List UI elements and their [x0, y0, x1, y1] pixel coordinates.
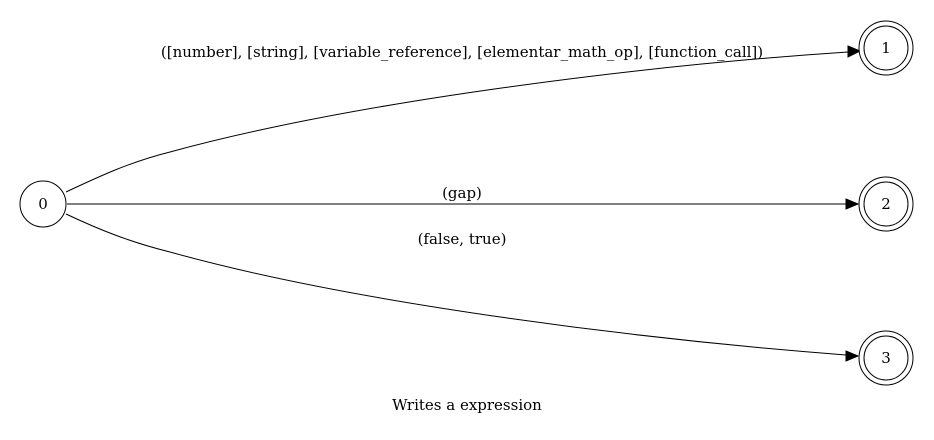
edge-0-to-3: (false, true) — [65, 213, 860, 362]
state-label-0: 0 — [38, 195, 48, 213]
diagram-caption: Writes a expression — [392, 396, 542, 414]
arrowhead-0-to-1 — [847, 45, 862, 58]
state-node-0: 0 — [19, 180, 67, 228]
edge-label-0-to-1: ([number], [string], [variable_reference… — [161, 43, 763, 61]
edge-0-to-1: ([number], [string], [variable_reference… — [65, 43, 862, 193]
arrowhead-0-to-2 — [845, 198, 860, 210]
state-node-3: 3 — [858, 330, 914, 386]
arrowhead-0-to-3 — [845, 350, 860, 362]
state-label-1: 1 — [881, 39, 891, 57]
edge-0-to-2: (gap) — [67, 184, 860, 210]
edge-line-0-to-1 — [65, 51, 849, 193]
edge-label-0-to-3: (false, true) — [418, 230, 507, 248]
state-label-3: 3 — [881, 349, 891, 367]
state-node-2: 2 — [858, 176, 914, 232]
state-node-1: 1 — [858, 20, 914, 76]
state-label-2: 2 — [881, 195, 891, 213]
edge-line-0-to-3 — [65, 213, 847, 356]
edge-label-0-to-2: (gap) — [442, 184, 482, 202]
